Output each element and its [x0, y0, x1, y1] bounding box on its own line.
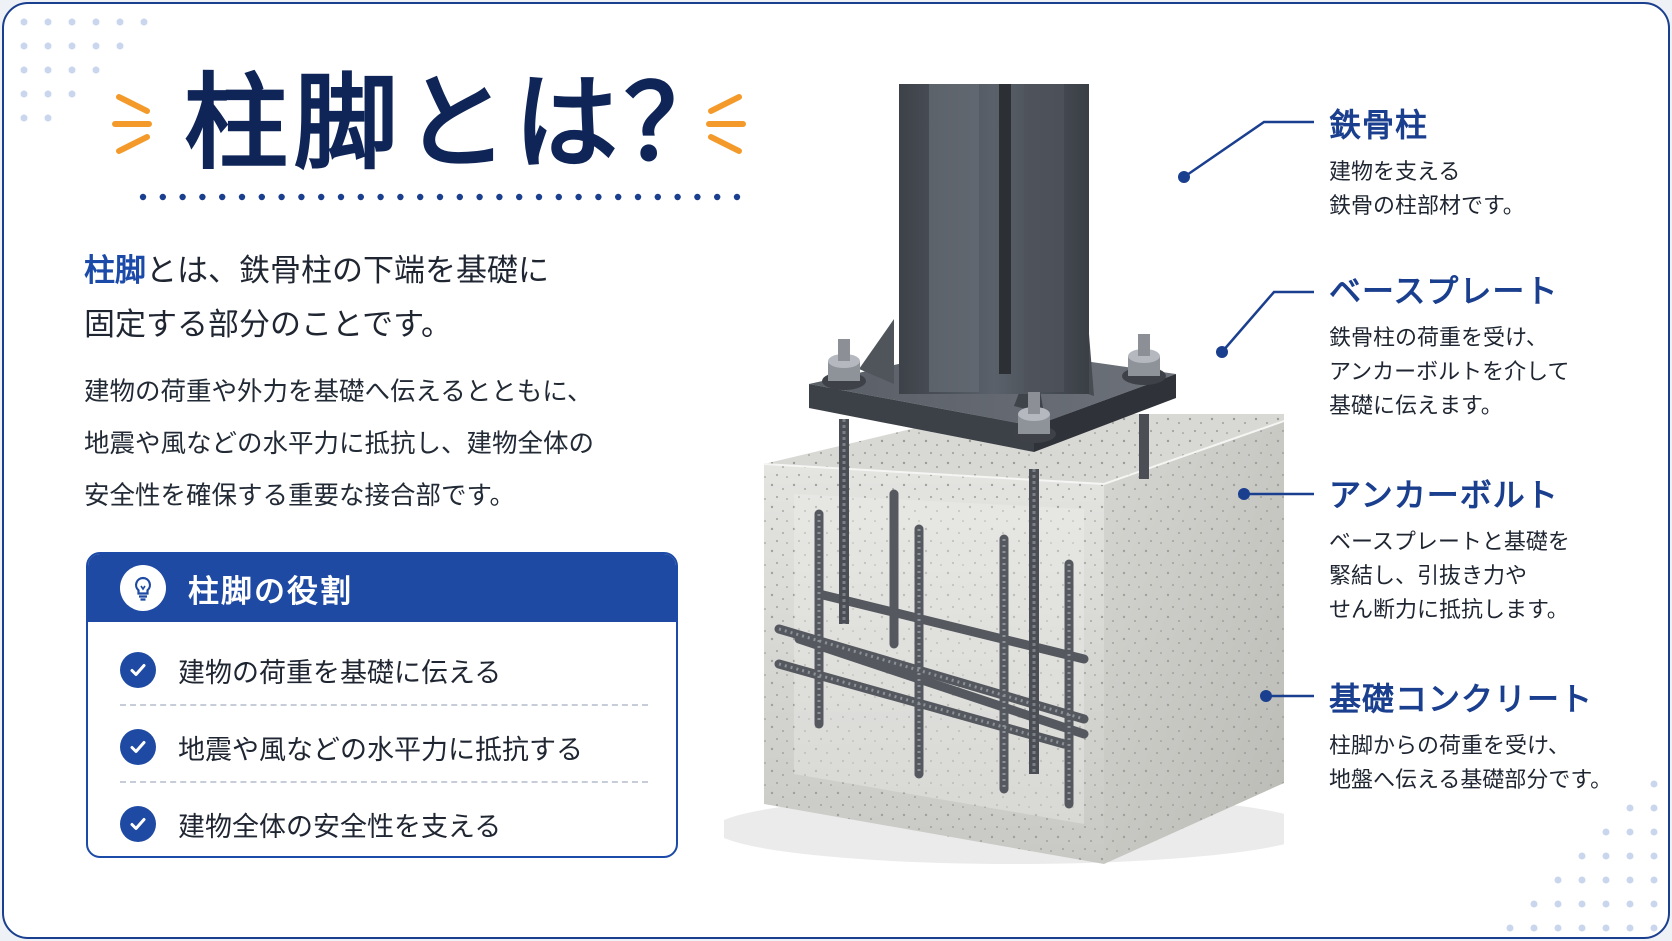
anchor-bolts	[839, 414, 1149, 774]
steel-column	[859, 84, 1094, 414]
description-line: 建物の荷重や外力を基礎へ伝えるとともに、	[84, 377, 593, 407]
label-steel-column: 鉄骨柱 建物を支える 鉄骨の柱部材です。	[1329, 100, 1525, 224]
check-circle-icon	[120, 652, 156, 688]
role-item-text: 建物の荷重を基礎に伝える	[178, 657, 502, 689]
intro-highlight: 柱脚	[84, 253, 146, 289]
underline-dot	[733, 193, 741, 201]
underline-dot	[397, 193, 404, 201]
intro-line1: とは、鉄骨柱の下端を基礎に	[146, 253, 549, 289]
underline-dot	[634, 193, 642, 201]
underline-dot	[377, 193, 384, 201]
page-title: 柱脚とは？	[184, 62, 735, 184]
role-item-text: 地震や風などの水平力に抵抗する	[178, 734, 583, 766]
underline-dot	[674, 193, 681, 201]
label-line: 基礎に伝えます。	[1329, 394, 1503, 419]
underline-dot	[595, 193, 602, 201]
underline-dot	[357, 193, 364, 201]
label-line: せん断力に抵抗します。	[1329, 598, 1569, 623]
burst-right-icon	[706, 94, 746, 154]
roles-title: 柱脚の役割	[188, 573, 353, 610]
underline-dot	[436, 193, 444, 201]
underline-dot	[417, 193, 424, 201]
check-circle-icon	[120, 806, 156, 842]
decorative-dots-top-left	[20, 18, 148, 122]
label-anchor-bolt: アンカーボルト ベースプレートと基礎を 緊結し、引抜き力や せん断力に抵抗します…	[1329, 470, 1570, 628]
description-text: 建物の荷重や外力を基礎へ伝えるとともに、 地震や風などの水平力に抵抗し、建物全体…	[84, 366, 724, 522]
role-item: 建物全体の安全性を支える	[120, 786, 650, 856]
underline-dot	[456, 193, 463, 201]
label-line: 緊結し、引抜き力や	[1329, 564, 1528, 589]
underline-dot	[199, 193, 206, 201]
label-title: 鉄骨柱	[1329, 106, 1429, 144]
underline-dot	[318, 193, 325, 201]
intro-line2: 固定する部分のことです。	[84, 307, 452, 343]
roles-box: 柱脚の役割 建物の荷重を基礎に伝える 地震や風などの水平力に抵抗する 建物全体の…	[86, 552, 678, 858]
underline-dot	[179, 193, 186, 201]
label-base-plate: ベースプレート 鉄骨柱の荷重を受け、 アンカーボルトを介して 基礎に伝えます。	[1329, 266, 1569, 424]
underline-dot	[694, 193, 701, 201]
underline-dot	[298, 193, 305, 201]
underline-dot	[535, 193, 543, 201]
title-area: 柱脚とは？	[109, 59, 789, 189]
underline-dot	[575, 193, 582, 201]
label-title: アンカーボルト	[1329, 476, 1559, 514]
role-item: 建物の荷重を基礎に伝える	[120, 632, 650, 708]
underline-dot	[496, 193, 503, 201]
underline-dot	[238, 193, 246, 201]
underline-dot	[278, 193, 285, 201]
label-line: ベースプレートと基礎を	[1329, 530, 1570, 555]
description-line: 地震や風などの水平力に抵抗し、建物全体の	[84, 429, 595, 459]
label-line: 鉄骨の柱部材です。	[1329, 194, 1525, 219]
underline-dot	[476, 193, 483, 201]
column-base-diagram	[724, 84, 1284, 864]
check-circle-icon	[120, 729, 156, 765]
decorative-dots-bottom-right	[1506, 780, 1658, 932]
label-title: 基礎コンクリート	[1329, 680, 1594, 718]
roles-header: 柱脚の役割	[88, 554, 676, 622]
description-line: 安全性を確保する重要な接合部です。	[84, 481, 515, 511]
label-line: 鉄骨柱の荷重を受け、	[1329, 326, 1548, 351]
underline-dot	[139, 193, 147, 201]
underline-dot	[516, 193, 523, 201]
label-line: 柱脚からの荷重を受け、	[1329, 734, 1570, 759]
divider	[120, 704, 648, 706]
role-item-text: 建物全体の安全性を支える	[178, 811, 502, 843]
underline-dot	[258, 193, 265, 201]
underline-dot	[555, 193, 562, 201]
underline-dot	[615, 193, 622, 201]
divider	[120, 781, 648, 783]
intro-text: 柱脚とは、鉄骨柱の下端を基礎に 固定する部分のことです。	[84, 244, 704, 352]
role-item: 地震や風などの水平力に抵抗する	[120, 709, 650, 785]
label-description: ベースプレートと基礎を 緊結し、引抜き力や せん断力に抵抗します。	[1329, 526, 1570, 628]
label-description: 建物を支える 鉄骨の柱部材です。	[1329, 156, 1525, 224]
underline-dot	[714, 193, 721, 201]
label-foundation-concrete: 基礎コンクリート 柱脚からの荷重を受け、 地盤へ伝える基礎部分です。	[1329, 674, 1612, 798]
label-line: 地盤へ伝える基礎部分です。	[1329, 768, 1613, 793]
underline-dot	[654, 193, 661, 201]
title-underline-dots	[139, 193, 741, 201]
underline-dot	[337, 193, 345, 201]
burst-left-icon	[112, 94, 152, 154]
label-title: ベースプレート	[1329, 272, 1559, 310]
anchor-nuts	[822, 334, 1166, 443]
label-line: 建物を支える	[1329, 160, 1461, 185]
label-line: アンカーボルトを介して	[1329, 360, 1570, 385]
underline-dot	[219, 193, 226, 201]
underline-dot	[159, 193, 166, 201]
lightbulb-icon	[120, 565, 166, 611]
label-description: 柱脚からの荷重を受け、 地盤へ伝える基礎部分です。	[1329, 730, 1612, 798]
label-description: 鉄骨柱の荷重を受け、 アンカーボルトを介して 基礎に伝えます。	[1329, 322, 1569, 424]
